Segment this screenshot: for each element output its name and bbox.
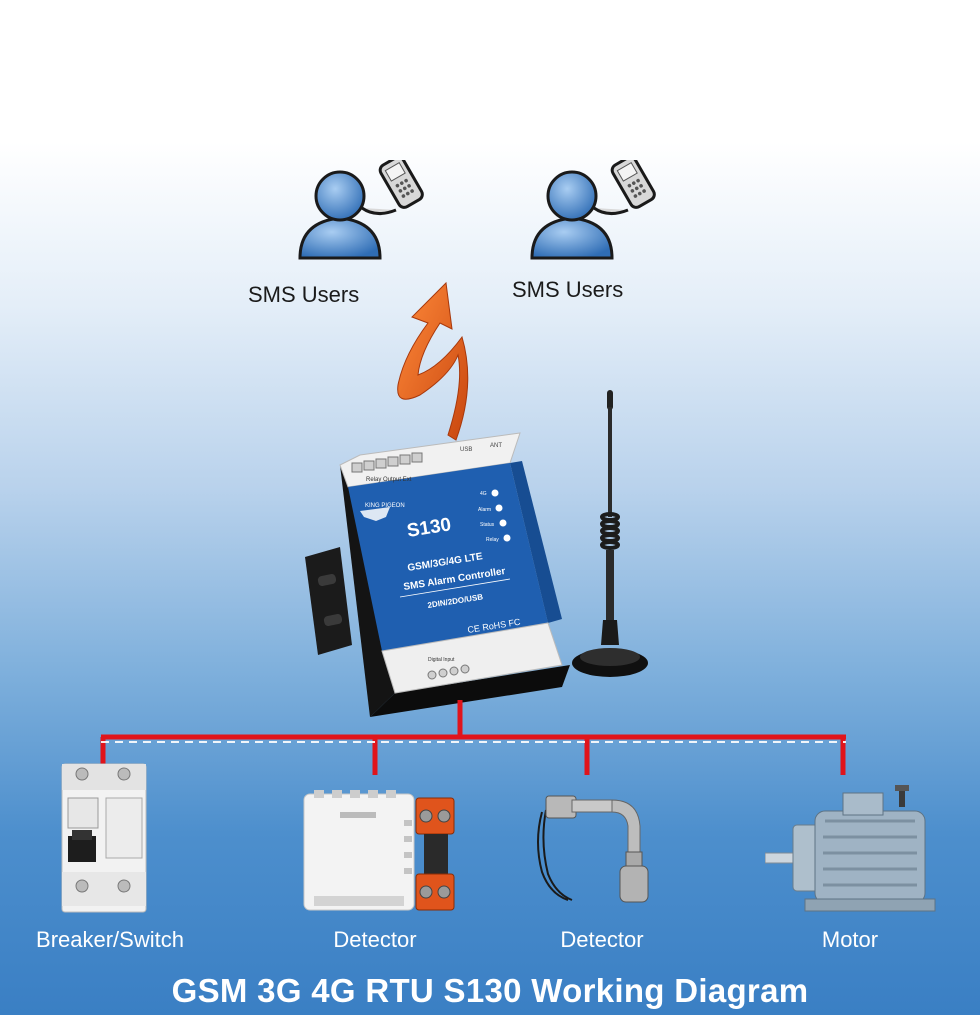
sms-users-label-2: SMS Users: [512, 277, 624, 302]
device-label-breaker: Breaker/Switch: [36, 927, 184, 952]
s130-controller: Relay Output Ext USB ANT KING PIGEON S13…: [305, 432, 570, 717]
antenna-icon: [572, 390, 648, 677]
status-leds: [491, 489, 511, 542]
led-label: Relay: [486, 537, 499, 543]
sms-user-icon: [298, 160, 424, 260]
pigeon-logo-icon: [360, 507, 390, 521]
device-label-motor: Motor: [821, 927, 879, 952]
signal-bus: [100, 700, 846, 775]
motor-icon: [765, 785, 936, 912]
top-terminal-label: Relay Output Ext: [366, 477, 412, 483]
device-label-detector-2: Detector: [560, 927, 644, 952]
diagram-title: GSM 3G 4G RTU S130 Working Diagram: [171, 972, 809, 1009]
brand-label: KING PIGEON: [365, 503, 405, 509]
float-switch-icon: [537, 795, 649, 903]
device-label-detector-1: Detector: [333, 927, 417, 952]
led-label: Alarm: [478, 507, 491, 513]
usb-port-label: USB: [460, 447, 472, 453]
sms-users-label-1: SMS Users: [248, 282, 360, 307]
detector-box-icon: [303, 790, 455, 911]
led-label: 4G: [480, 491, 487, 497]
breaker-switch-icon: [61, 763, 147, 913]
bottom-terminal-label: Digital Input: [428, 657, 455, 663]
ant-port-label: ANT: [490, 443, 502, 449]
led-label: Status: [480, 522, 495, 528]
sms-user-icon: [530, 160, 656, 260]
send-arrow-icon: [397, 281, 469, 441]
